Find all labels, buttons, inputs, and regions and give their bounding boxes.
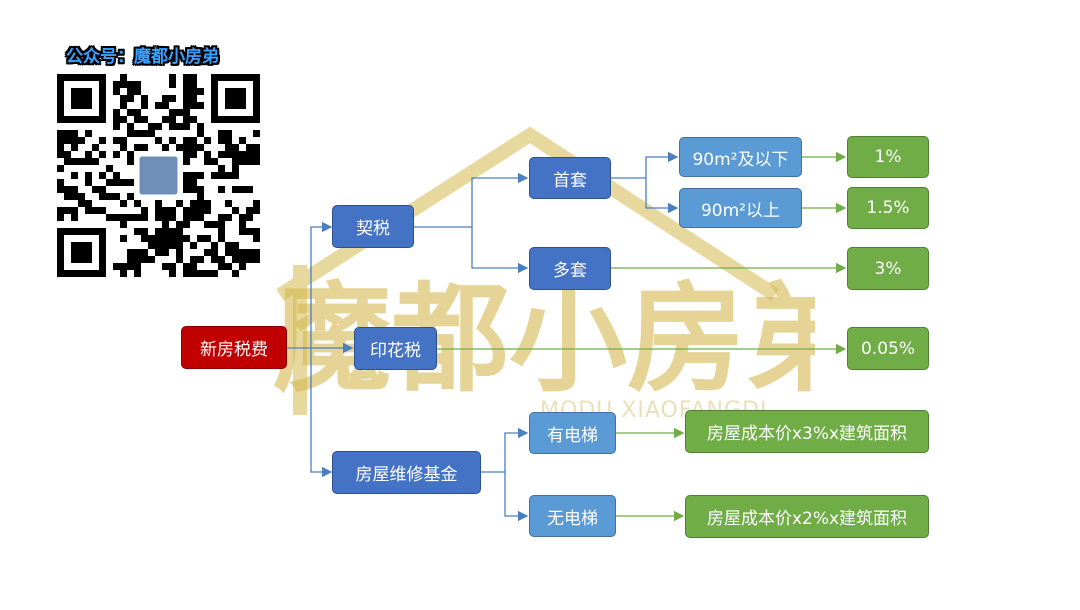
formula-with-elevator: 房屋成本价x3%x建筑面积 [685,410,929,453]
node-without-elevator: 无电梯 [529,495,616,537]
node-multiple-homes: 多套 [529,247,611,290]
node-area-large: 90m²以上 [679,188,802,228]
rate-multiple-homes: 3% [847,247,929,290]
rate-first-home-large: 1.5% [847,187,929,229]
node-area-small: 90m²及以下 [679,137,802,177]
node-root: 新房税费 [181,326,287,369]
formula-without-elevator: 房屋成本价x2%x建筑面积 [685,495,929,538]
node-maintenance-fund: 房屋维修基金 [332,451,481,494]
node-with-elevator: 有电梯 [529,412,616,454]
node-stamp-duty: 印花税 [354,327,437,370]
node-deed-tax: 契税 [332,205,414,248]
rate-first-home-small: 1% [847,136,929,178]
account-label: 公众号：魔都小房弟 [66,47,219,67]
node-first-home: 首套 [529,157,611,199]
qr-code-icon [57,74,260,277]
avatar [136,153,181,198]
rate-stamp-duty: 0.05% [847,327,929,370]
